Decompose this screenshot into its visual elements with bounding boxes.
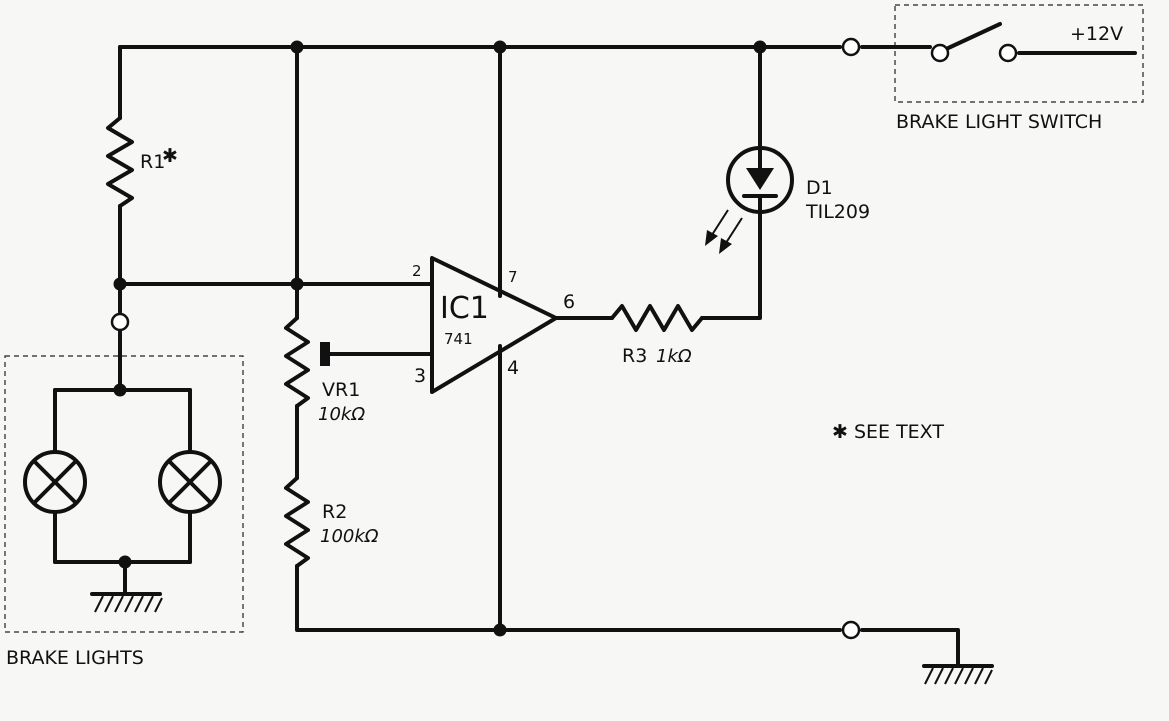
r1-resistor: [106, 116, 134, 208]
left-lamp-cross: [32, 459, 78, 505]
supply-voltage-label: +12V: [1070, 23, 1123, 45]
r2-label: R2: [322, 501, 347, 523]
r1-label: R1: [140, 151, 165, 173]
lights-terminal: [110, 312, 130, 332]
right-lamp: [158, 450, 222, 514]
vr1-resistor: [284, 316, 310, 408]
r2-resistor: [284, 476, 310, 568]
brake-lights-box: [4, 355, 244, 633]
vr1-wiper: [320, 342, 330, 366]
switch-blade: [942, 22, 1002, 52]
lamp-leads: [53, 388, 192, 564]
supply-terminal: [841, 37, 861, 57]
pin4-label: 4: [507, 357, 519, 379]
led-emission-arrows-icon: [705, 209, 743, 254]
pin2-label: 2: [412, 262, 422, 280]
pin3-label: 3: [414, 365, 426, 387]
vr1-label: VR1: [322, 379, 360, 401]
switch-terminal-left: [930, 43, 950, 63]
lights-box-label: BRAKE LIGHTS: [6, 647, 144, 669]
output-ground-icon: [922, 664, 994, 685]
right-lamp-cross: [167, 459, 213, 505]
opamp-triangle: [430, 256, 558, 394]
lamps-ground-icon: [90, 592, 163, 613]
ic-part-label: 741: [444, 330, 473, 348]
ic-label: IC1: [440, 291, 489, 326]
r3-label: R3: [622, 345, 647, 367]
r3-value: 1kΩ: [656, 346, 692, 367]
r2-value: 100kΩ: [320, 526, 379, 547]
pin6-label: 6: [563, 291, 575, 313]
r1-asterisk: ✱: [162, 145, 178, 167]
brake-light-switch-box: [894, 4, 1144, 103]
junction-dots: [113, 40, 767, 637]
pin7-label: 7: [508, 268, 518, 286]
d1-label: D1: [806, 177, 833, 199]
ground-terminal: [841, 620, 861, 640]
switch-box-label: BRAKE LIGHT SWITCH: [896, 111, 1102, 133]
ground-rail-wire: [295, 564, 842, 632]
led-d1-icon: [726, 146, 794, 214]
switch-terminal-right: [998, 43, 1018, 63]
see-text-note: ✱ SEE TEXT: [832, 421, 944, 443]
right-ground-wire: [860, 628, 960, 666]
d1-part: TIL209: [805, 201, 870, 223]
left-lamp: [23, 450, 87, 514]
vr1-value: 10kΩ: [318, 404, 365, 425]
r3-led-wire: [700, 210, 762, 320]
r3-resistor: [610, 304, 704, 332]
